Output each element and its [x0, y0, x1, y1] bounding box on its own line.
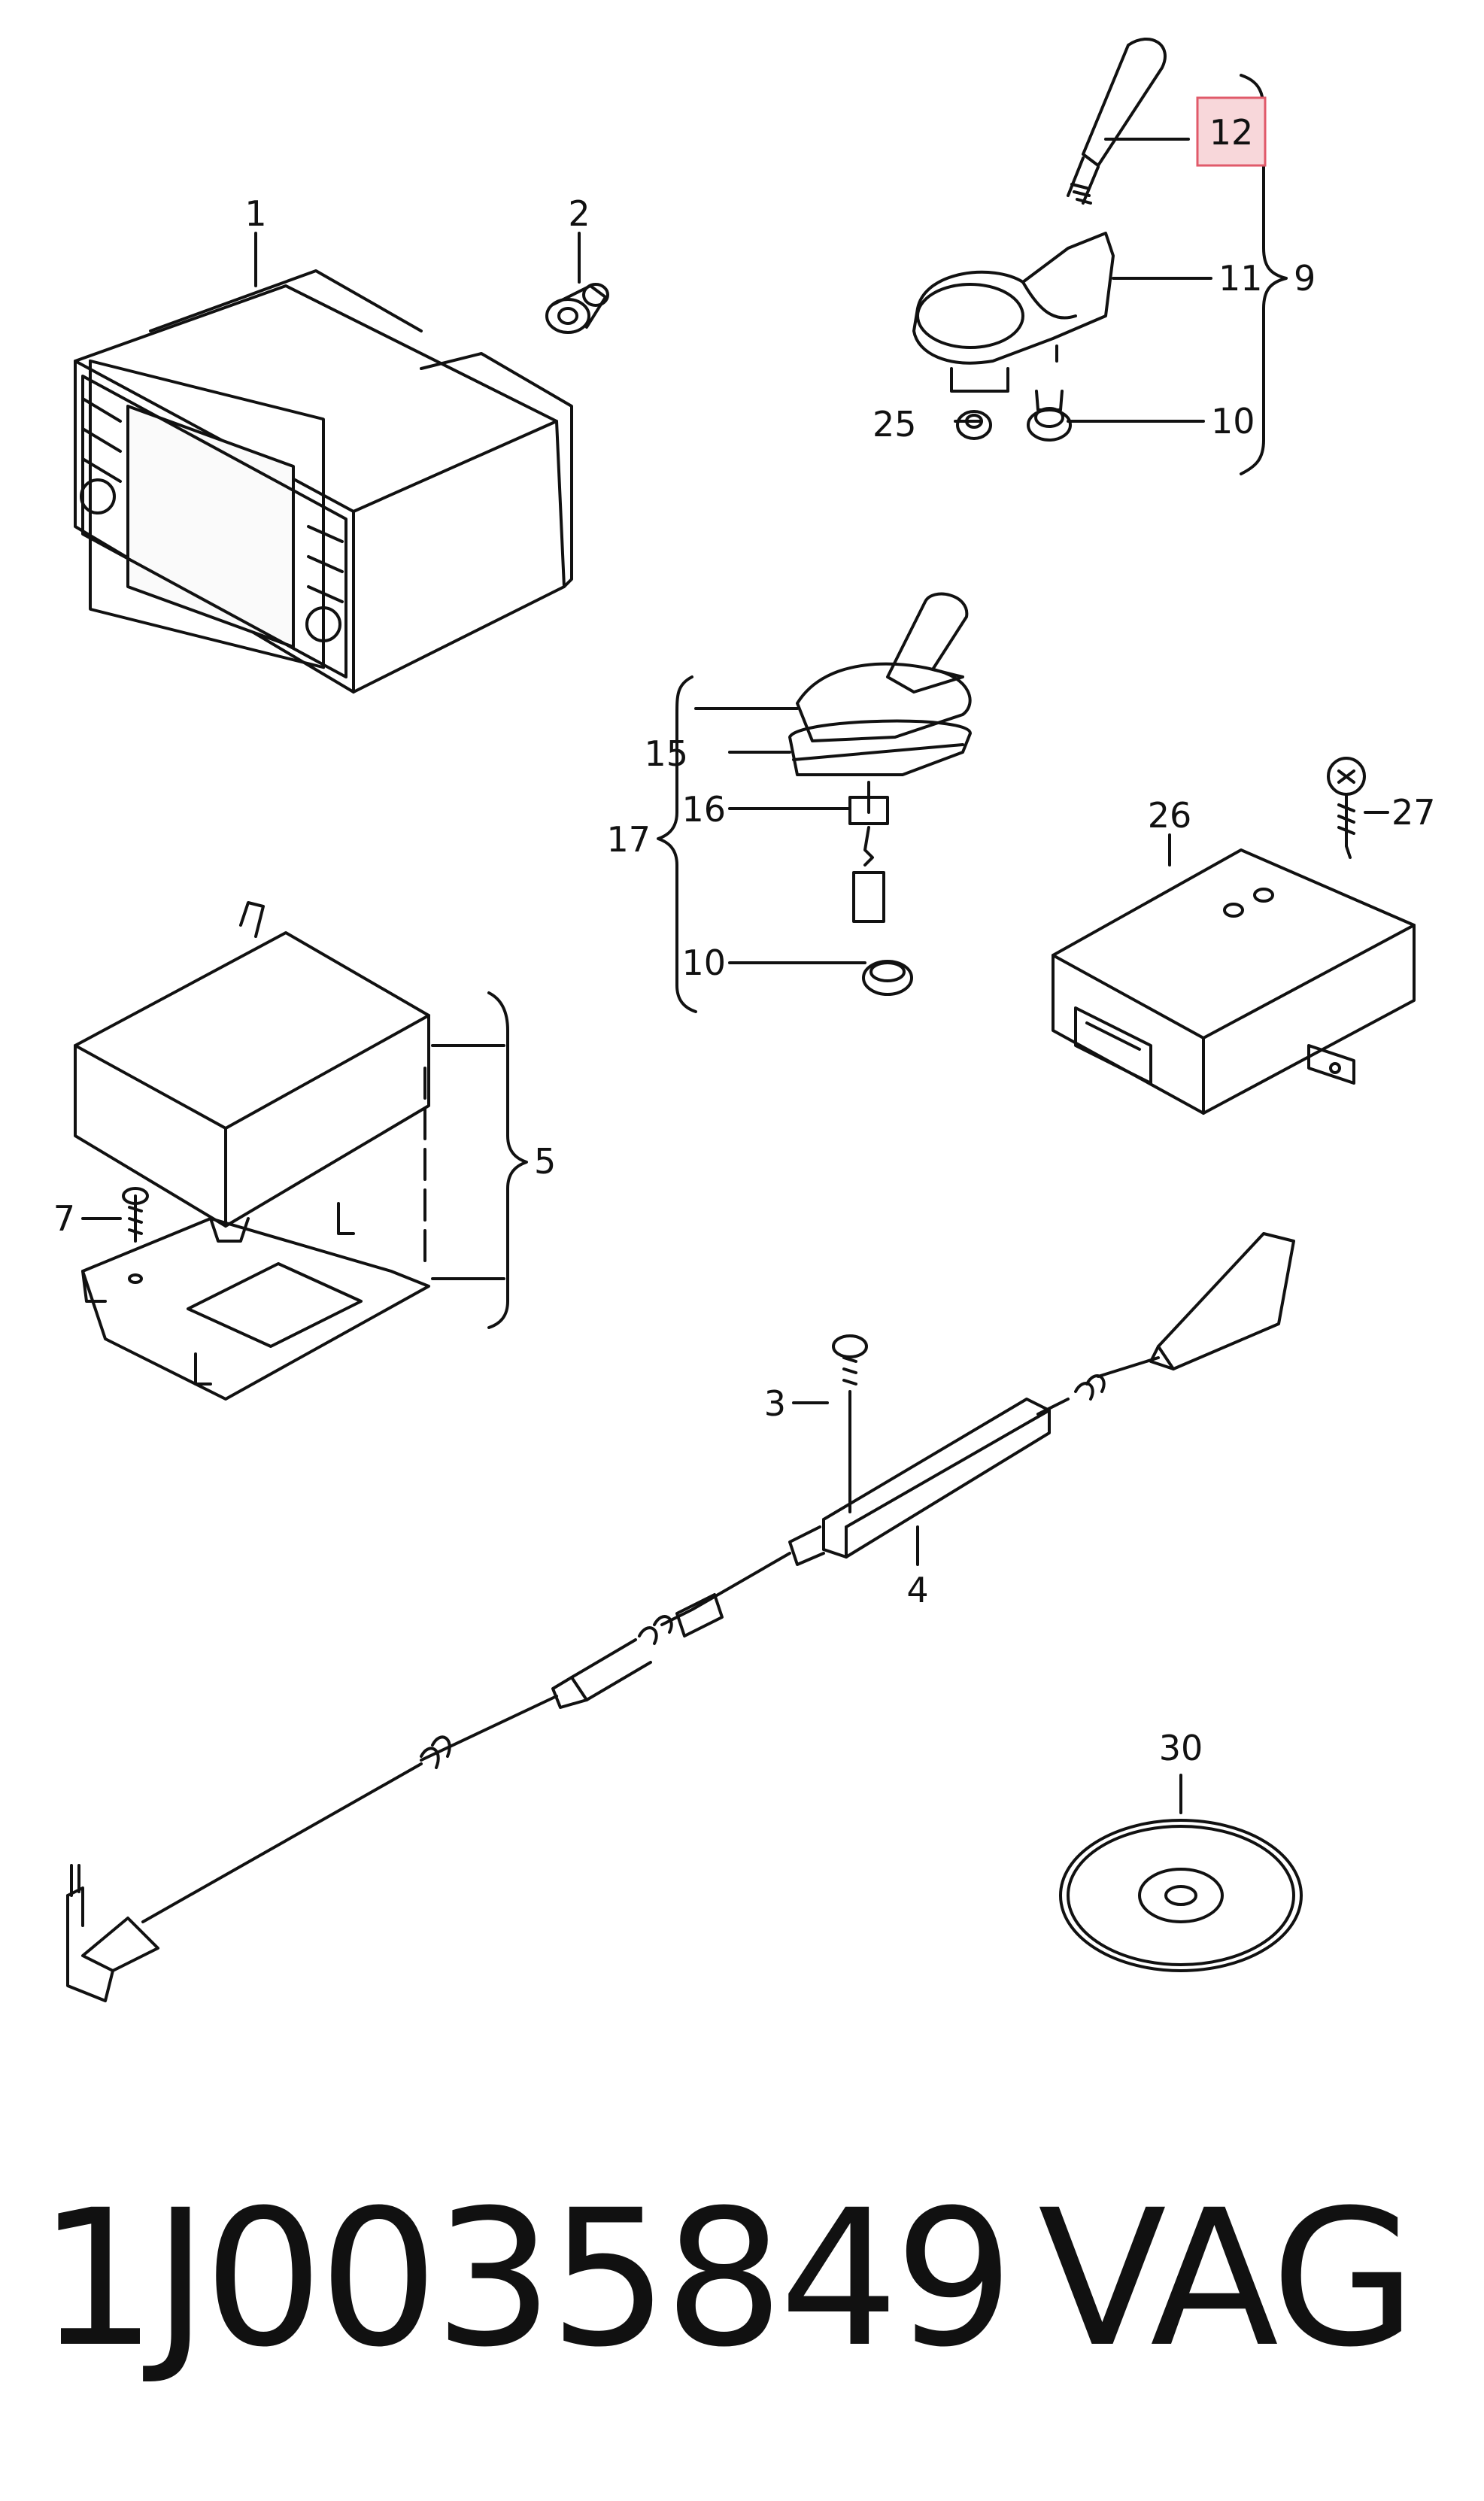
cd-disc — [1059, 1819, 1303, 1972]
callout-labels: 1 2 12 11 9 10 25 15 16 17 10 26 27 5 7 … — [53, 112, 1436, 1768]
callout-10-top: 10 — [1211, 401, 1255, 442]
cable-antenna — [66, 1232, 1295, 2002]
callout-2: 2 — [568, 193, 590, 234]
callout-16: 16 — [681, 789, 726, 830]
callout-7: 7 — [53, 1198, 75, 1239]
callout-1: 1 — [244, 193, 266, 234]
callout-4: 4 — [906, 1570, 928, 1610]
group-braces — [487, 74, 1288, 1329]
callout-30: 30 — [1159, 1728, 1203, 1768]
callout-10-mid: 10 — [681, 942, 726, 983]
bushing-part — [545, 283, 609, 334]
brand-name: VAG — [1038, 2169, 1416, 2388]
callout-11: 11 — [1218, 258, 1263, 299]
control-module — [1052, 757, 1416, 1115]
part-number: 1J0035849 — [38, 2169, 1014, 2388]
callout-12: 12 — [1209, 112, 1254, 153]
callout-25: 25 — [872, 404, 917, 445]
callout-3: 3 — [764, 1383, 786, 1424]
radio-unit — [74, 269, 573, 694]
callout-9: 9 — [1294, 258, 1316, 299]
leader-lines — [81, 138, 1389, 1814]
callout-26: 26 — [1148, 795, 1192, 836]
bracket-box-assembly — [74, 901, 430, 1401]
callout-17: 17 — [606, 819, 651, 860]
callout-27: 27 — [1391, 792, 1436, 833]
callout-5: 5 — [534, 1141, 556, 1182]
fin-antenna-assembly — [788, 592, 972, 996]
roof-antenna-assembly — [912, 37, 1167, 442]
callout-15: 15 — [644, 733, 688, 774]
highlight-box — [1196, 96, 1267, 167]
